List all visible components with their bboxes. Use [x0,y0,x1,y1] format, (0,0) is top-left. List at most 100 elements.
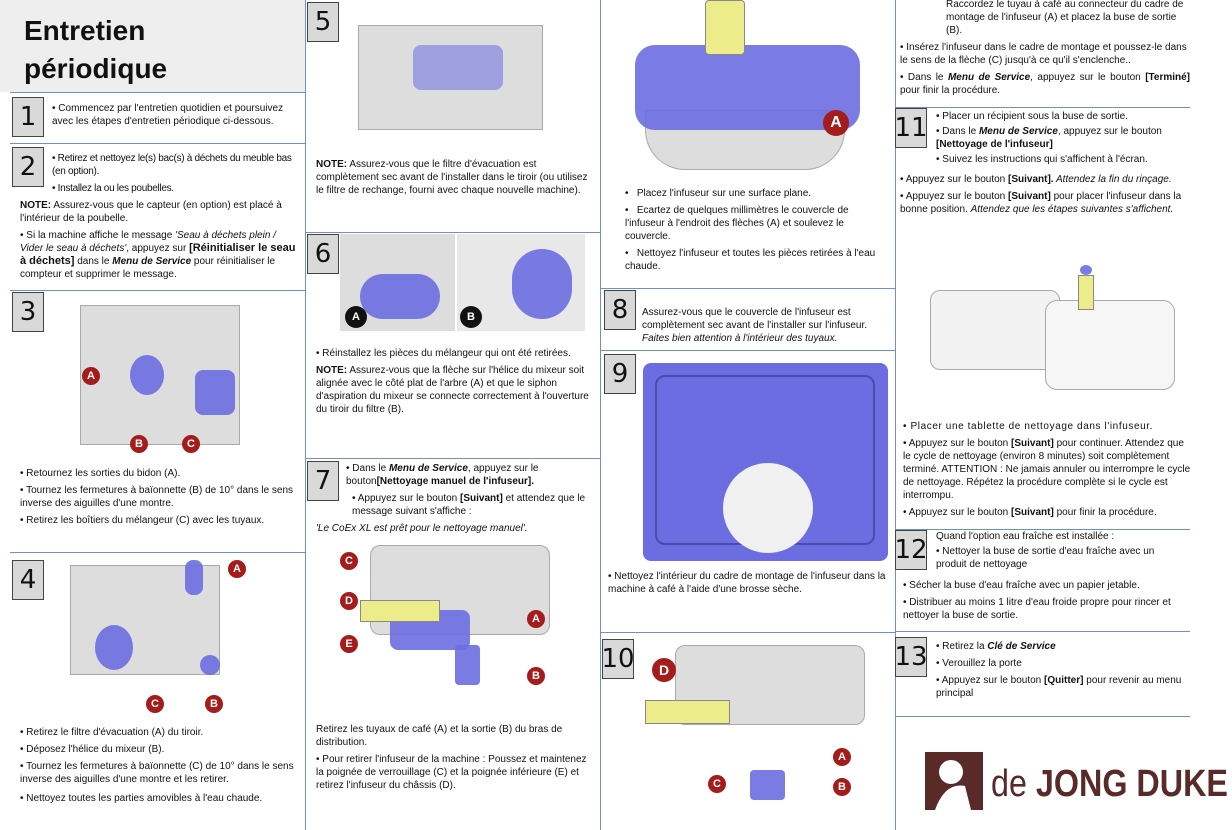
divider [305,458,600,459]
t: [Suivant]. [1008,174,1054,185]
bullet: • Appuyez sur le bouton [Suivant] et att… [346,492,591,518]
t: [Quitter] [1044,675,1084,686]
divider [10,290,305,291]
step-5-illustration [358,5,548,140]
t: • Dans le [936,126,979,137]
infuser-illustration: A [625,0,875,180]
t: [Nettoyage de l'infuseur] [936,139,1053,150]
note: NOTE: Assurez-vous que le filtre d'évacu… [316,158,594,197]
column-divider [600,0,601,830]
callout-label: E [340,635,358,653]
step-3-text: • Retournez les sorties du bidon (A). • … [20,467,300,531]
t: Menu de Service [978,126,1058,137]
note-label: NOTE: [316,365,348,376]
bullet: • Appuyez sur le bouton [Suivant] pour c… [903,437,1191,502]
title-line: Entretien [24,15,146,46]
t: [Terminé] [1145,72,1191,83]
step-number: 5 [307,2,339,42]
step-12-text-2: • Sécher la buse d'eau fraîche avec un p… [903,579,1191,626]
t: , appuyez sur le bouton [1057,126,1162,137]
callout-label: B [205,695,223,713]
t: Attendez la fin du rinçage. [1053,174,1172,185]
step-6-text: • Réinstallez les pièces du mélangeur qu… [316,347,594,420]
bullet: • Retournez les sorties du bidon (A). [20,468,181,479]
bullet: • Appuyez sur le bouton [Suivant] pour f… [903,506,1191,519]
bullet: • Installez la ou les poubelles. [52,183,174,194]
t: • Si la machine affiche le message [20,230,176,241]
step-9-illustration [643,363,888,561]
callout-label: A [833,748,851,766]
t: Ecartez de quelques millimètres le couve… [625,205,849,242]
step-10-text: • Insérez l'infuseur dans le cadre de mo… [900,41,1190,101]
bullet: • Pour retirer l'infuseur de la machine … [316,754,587,791]
t: Menu de Service [112,256,192,267]
bullet: • Retirez les boîtiers du mélangeur (C) … [20,515,265,526]
t: , appuyez sur [126,243,190,254]
bullet: • Commencez par l'entretien quotidien et… [52,103,284,127]
bullet: • Retirez et nettoyez le(s) bac(s) à déc… [52,153,292,177]
step-11-text-2: • Appuyez sur le bouton [Suivant]. Atten… [900,173,1190,220]
t: 'Seau à déchets plein / Vider le seau à … [20,230,276,254]
t: pour revenir au menu principal [936,675,1182,699]
t: Nettoyez l'infuseur et toutes les pièces… [625,248,876,272]
bullet: • Dans le Menu de Service, appuyez sur l… [346,462,591,488]
bullet: • Placer une tablette de nettoyage dans … [903,421,1154,432]
t: [Suivant] [1011,438,1054,449]
text: Assurez-vous que le couvercle de l'infus… [642,307,868,331]
step-number: 3 [12,292,44,332]
bullet: • Suivez les instructions qui s'affichen… [936,154,1148,165]
logo-text: JONG DUKE [1035,763,1228,805]
t: dans le [74,256,113,267]
step-11-text-3: • Placer une tablette de nettoyage dans … [903,420,1191,523]
callout-label: B [833,778,851,796]
t: pour finir la procédure. [900,85,1001,96]
bullet: • Dans le Menu de Service, appuyez sur l… [900,71,1190,97]
callout-label: A [82,367,100,385]
callout-label: D [652,658,676,682]
text: Retirez les tuyaux de café (A) et la sor… [316,724,563,748]
bullet: • Placer un récipient sous la buse de so… [936,111,1128,122]
step-2-note: NOTE: Assurez-vous que le capteur (en op… [20,199,300,285]
t: • Appuyez sur le bouton [352,493,461,504]
logo-text: de [991,763,1036,805]
step-number: 9 [604,354,636,394]
step-7-illustration: C D E A B [335,540,555,700]
bullet: • Tournez les fermetures à baïonnette (C… [20,761,294,785]
step-number: 13 [894,637,928,677]
bullet: • Nettoyez toutes les parties amovibles … [20,793,263,804]
t: Clé de Service [987,641,1056,652]
bullet: • Nettoyer la buse de sortie d'eau fraîc… [936,546,1155,570]
step-2-text: • Retirez et nettoyez le(s) bac(s) à déc… [52,152,292,199]
bullet: • Nettoyez l'infuseur et toutes les pièc… [625,248,876,272]
t: • Appuyez sur le bouton [936,675,1045,686]
divider [895,716,1190,717]
bullet: • Placez l'infuseur sur une surface plan… [625,188,812,199]
page-title: Entretien périodique [0,0,305,92]
divider [895,107,1190,108]
callout-label: B [527,667,545,685]
t: Attendez que les étapes suivantes s'affi… [970,204,1174,215]
t: pour placer l'infuseur dans la bonne pos… [900,191,1182,215]
step-number: 1 [12,97,44,137]
step-6-illustration-b: B [457,234,585,331]
note-text: Assurez-vous que le filtre d'évacuation … [316,159,588,196]
step-4-illustration: A B C [60,555,250,715]
callout-label: C [708,775,726,793]
t: pour réinitialiser le compteur et suppri… [20,256,276,280]
note-text: Assurez-vous que le capteur (en option) … [20,200,282,224]
callout-label: D [340,592,358,610]
divider [10,143,305,144]
column-divider [895,0,896,830]
text: Faites bien attention à l'intérieur des … [642,333,838,344]
bullet: • Appuyez sur le bouton [Quitter] pour r… [936,674,1186,700]
step-4-text: • Retirez le filtre d'évacuation (A) du … [20,726,300,809]
t: pour finir la procédure. [1053,507,1157,518]
step-12-text: Quand l'option eau fraîche est installée… [936,530,1186,575]
callout-label: A [228,560,246,578]
t: • Dans le [346,463,389,474]
bullet: • Déposez l'hélice du mixeur (B). [20,744,165,755]
step-number: 11 [894,108,928,148]
bullet: • Appuyez sur le bouton [Suivant] pour p… [900,190,1190,216]
t: Menu de Service [388,463,468,474]
step-number: 7 [307,461,339,501]
